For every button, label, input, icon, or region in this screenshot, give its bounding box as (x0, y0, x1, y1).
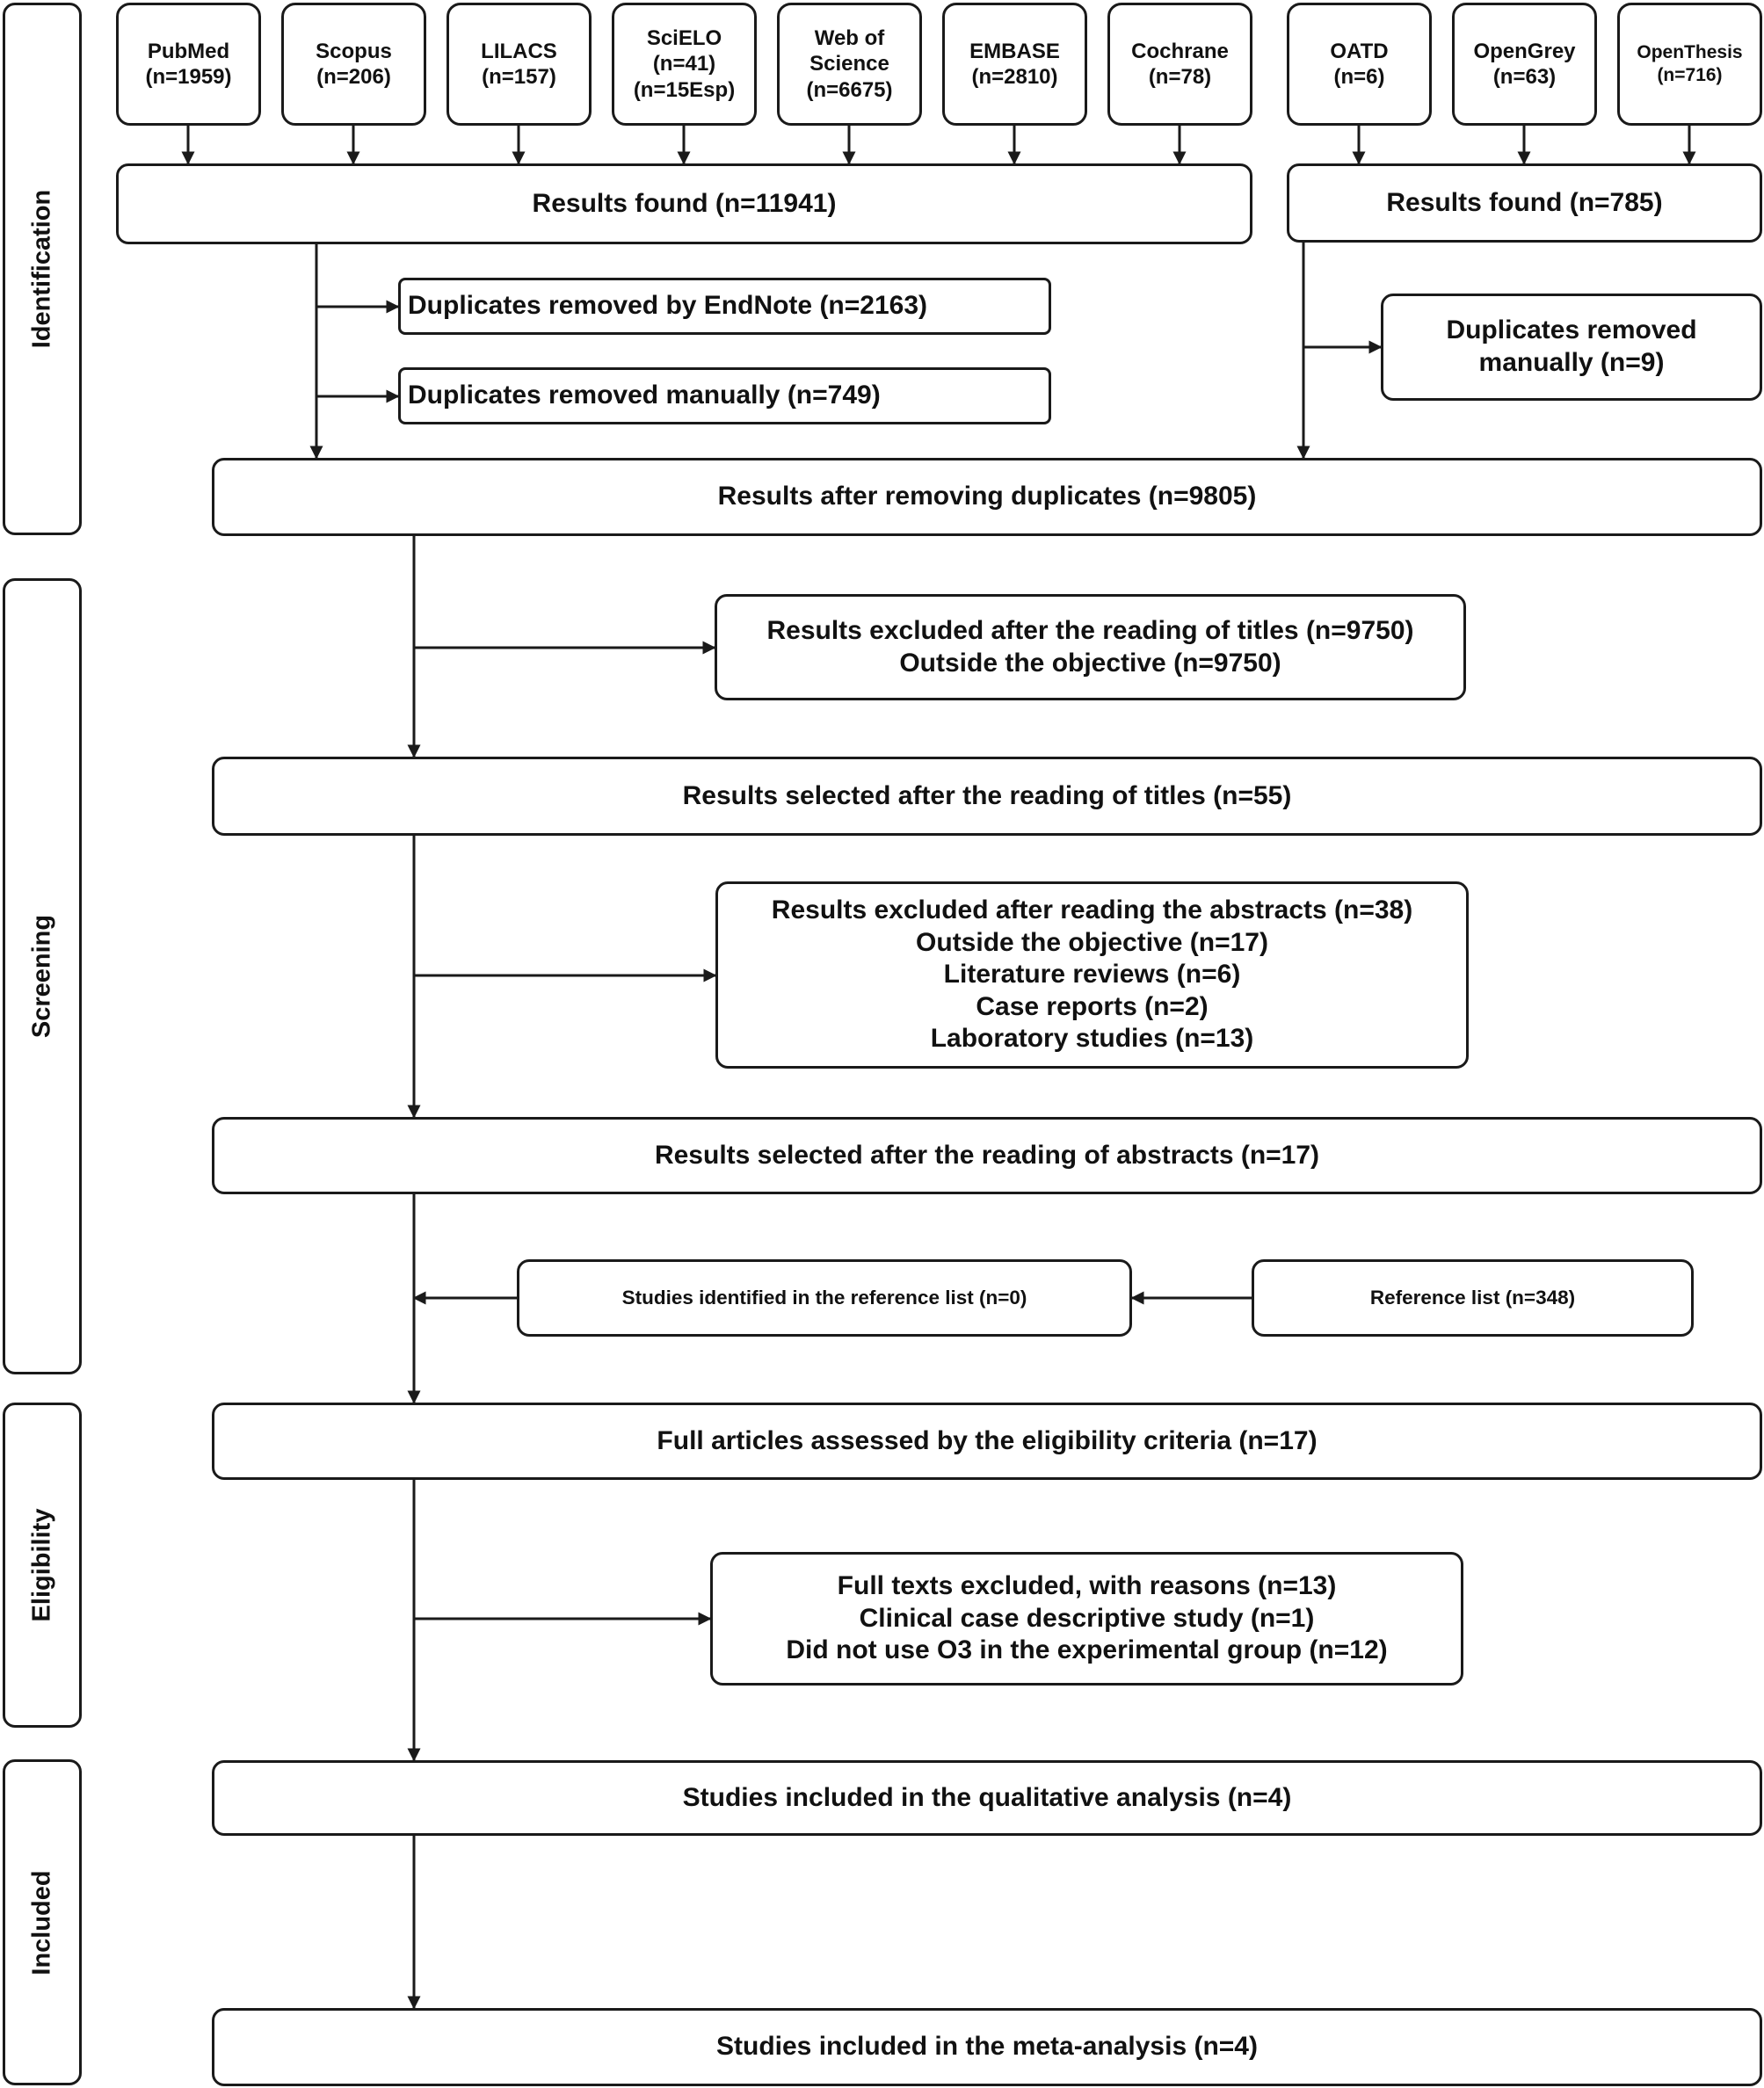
stage-included: Included (3, 1759, 82, 2085)
source-scielo-count-esp: (n=15Esp) (633, 77, 736, 102)
duplicates-manual-grey-box: Duplicates removed manually (n=9) (1381, 294, 1762, 401)
source-scopus-count: (n=206) (316, 65, 391, 89)
source-lilacs: LILACS (n=157) (446, 3, 592, 126)
source-oatd: OATD (n=6) (1287, 3, 1432, 126)
results-found-grey: Results found (n=785) (1287, 163, 1762, 243)
source-embase-name: EMBASE (969, 39, 1060, 63)
after-duplicates-box: Results after removing duplicates (n=980… (212, 458, 1762, 536)
source-opengrey: OpenGrey (n=63) (1452, 3, 1597, 126)
source-cochrane: Cochrane (n=78) (1107, 3, 1252, 126)
meta-analysis-box: Studies included in the meta-analysis (n… (212, 2008, 1762, 2086)
excluded-abstracts-box: Results excluded after reading the abstr… (715, 881, 1469, 1069)
qualitative-analysis-box: Studies included in the qualitative anal… (212, 1760, 1762, 1836)
source-lilacs-count: (n=157) (482, 65, 556, 89)
source-pubmed-name: PubMed (147, 39, 230, 63)
studies-reference-list-box: Studies identified in the reference list… (517, 1259, 1132, 1337)
source-cochrane-name: Cochrane (1131, 39, 1229, 63)
excluded-titles-box: Results excluded after the reading of ti… (715, 594, 1466, 700)
source-opengrey-count: (n=63) (1492, 65, 1557, 89)
stage-screening: Screening (3, 578, 82, 1374)
selected-abstracts-box: Results selected after the reading of ab… (212, 1117, 1762, 1194)
source-wos-name-1: Web of (814, 26, 885, 51)
source-cochrane-count: (n=78) (1148, 65, 1212, 89)
reference-list-box: Reference list (n=348) (1252, 1259, 1694, 1337)
source-oatd-name: OATD (1330, 39, 1389, 63)
source-wos-name-2: Science (809, 52, 889, 76)
stage-identification: Identification (3, 3, 82, 535)
source-embase-count: (n=2810) (971, 65, 1058, 89)
source-pubmed-count: (n=1959) (145, 65, 232, 89)
source-openthesis: OpenThesis (n=716) (1617, 3, 1762, 126)
source-scielo-name: SciELO (646, 26, 722, 51)
source-openthesis-count: (n=716) (1657, 65, 1723, 85)
source-scopus: Scopus (n=206) (281, 3, 426, 126)
source-embase: EMBASE (n=2810) (942, 3, 1087, 126)
source-scopus-name: Scopus (316, 39, 392, 63)
source-scielo: SciELO (n=41) (n=15Esp) (612, 3, 757, 126)
stage-eligibility: Eligibility (3, 1403, 82, 1728)
source-web-of-science: Web of Science (n=6675) (777, 3, 922, 126)
source-opengrey-name: OpenGrey (1473, 39, 1576, 63)
source-wos-count: (n=6675) (806, 77, 893, 102)
source-oatd-count: (n=6) (1333, 65, 1385, 89)
source-openthesis-name: OpenThesis (1637, 42, 1743, 63)
full-texts-excluded-box: Full texts excluded, with reasons (n=13)… (710, 1552, 1463, 1686)
source-scielo-count: (n=41) (652, 52, 716, 76)
source-pubmed: PubMed (n=1959) (116, 3, 261, 126)
selected-titles-box: Results selected after the reading of ti… (212, 757, 1762, 836)
results-found-main: Results found (n=11941) (116, 163, 1252, 244)
duplicates-manual-box: Duplicates removed manually (n=749) (398, 367, 1051, 424)
duplicates-endnote-box: Duplicates removed by EndNote (n=2163) (398, 278, 1051, 335)
full-articles-box: Full articles assessed by the eligibilit… (212, 1403, 1762, 1480)
source-lilacs-name: LILACS (481, 39, 557, 63)
